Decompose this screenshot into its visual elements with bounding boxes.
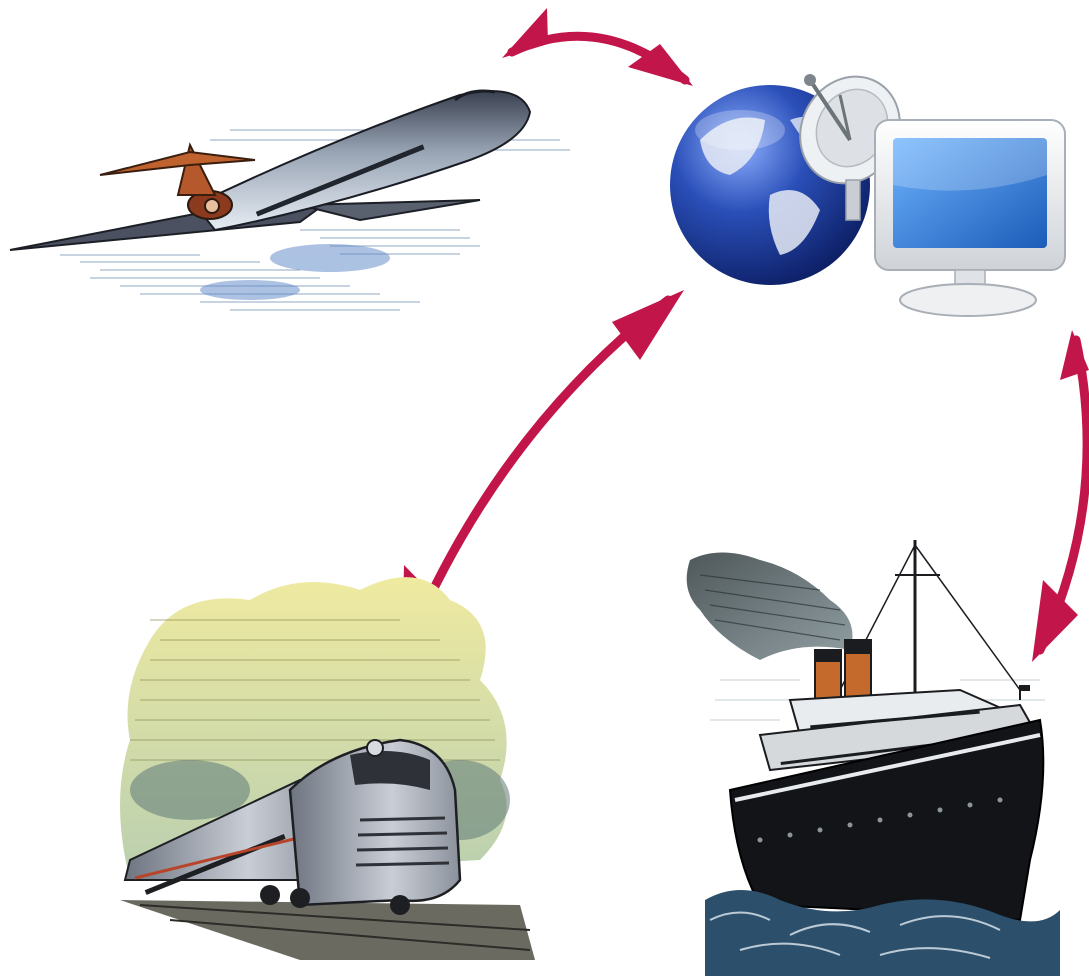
airplane-illustration-icon	[10, 91, 570, 310]
globe-satellite-computer-icon	[670, 58, 1065, 316]
arrow-airplane-network	[502, 8, 693, 86]
ocean-liner-illustration-icon	[687, 540, 1060, 976]
streamlined-train-illustration-icon	[120, 577, 535, 960]
arrow-ship-network	[1032, 330, 1089, 662]
